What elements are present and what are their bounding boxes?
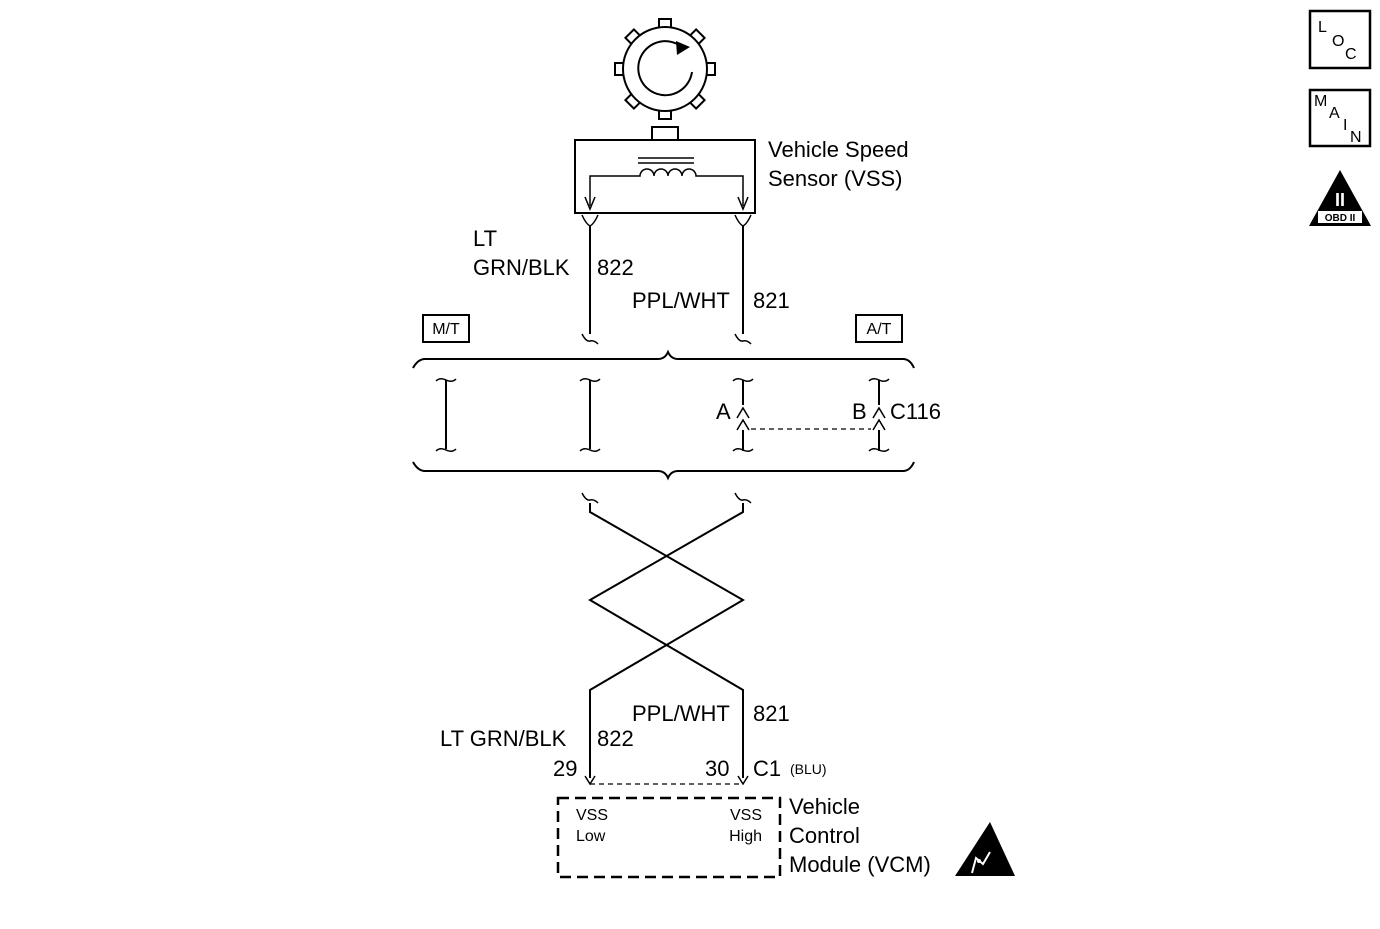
c1-name: C1 (753, 756, 781, 781)
wire-822-color-line1: LT (473, 226, 497, 251)
loc-button[interactable]: L O C (1308, 9, 1372, 70)
connector-c116 (732, 377, 890, 453)
vcm-pin-low-line1: VSS (576, 807, 608, 824)
obd-ii-icon[interactable]: II OBD II (1309, 170, 1371, 226)
vcm-pin-high-line1: VSS (730, 807, 762, 824)
c116-pin-a: A (716, 399, 731, 424)
loc-letter-c: C (1345, 46, 1357, 63)
option-at-label: A/T (867, 321, 892, 338)
obd-roman: II (1335, 190, 1345, 210)
wire-822-circuit: 822 (597, 255, 634, 280)
option-mt-box: M/T (422, 314, 470, 343)
main-letter-i: I (1343, 117, 1347, 134)
wires-crossed (581, 492, 752, 786)
wire-821-color-bottom: PPL/WHT (632, 701, 730, 726)
vcm-name-line1: Vehicle (789, 794, 860, 819)
wires-top (581, 214, 752, 345)
c1-pin-low: 29 (553, 756, 577, 781)
vss-sensor-body (574, 126, 756, 214)
option-at-box: A/T (855, 314, 903, 343)
obd-label: OBD II (1325, 213, 1356, 224)
wire-821-circuit-bottom: 821 (753, 701, 790, 726)
option-mt-label: M/T (432, 321, 460, 338)
mt-path-stubs (435, 377, 601, 453)
wire-822-circuit-bottom: 822 (597, 726, 634, 751)
c116-pin-b: B (852, 399, 867, 424)
vss-name-line2: Sensor (VSS) (768, 166, 903, 191)
wire-821-circuit: 821 (753, 288, 790, 313)
vcm-name-line3: Module (VCM) (789, 852, 931, 877)
vcm-box (556, 796, 782, 879)
loc-letter-o: O (1332, 33, 1344, 50)
main-letter-n: N (1350, 129, 1362, 146)
esd-warning-icon (955, 822, 1015, 876)
main-button[interactable]: M A I N (1308, 88, 1372, 148)
c1-pin-high: 30 (705, 756, 729, 781)
c116-name: C116 (890, 399, 941, 424)
vcm-pin-high-line2: High (729, 828, 762, 845)
main-letter-m: M (1314, 93, 1327, 110)
vcm-name-line2: Control (789, 823, 860, 848)
wire-821-color: PPL/WHT (632, 288, 730, 313)
reluctor-wheel-icon (614, 18, 716, 120)
main-letter-a: A (1329, 105, 1340, 122)
option-brackets (412, 349, 915, 481)
wire-822-color-bottom: LT GRN/BLK (440, 726, 567, 751)
loc-letter-l: L (1318, 19, 1327, 36)
wire-822-color-line2: GRN/BLK (473, 255, 570, 280)
vss-name-line1: Vehicle Speed (768, 137, 909, 162)
c1-color: (BLU) (790, 761, 827, 777)
vcm-pin-low-line2: Low (576, 828, 606, 845)
